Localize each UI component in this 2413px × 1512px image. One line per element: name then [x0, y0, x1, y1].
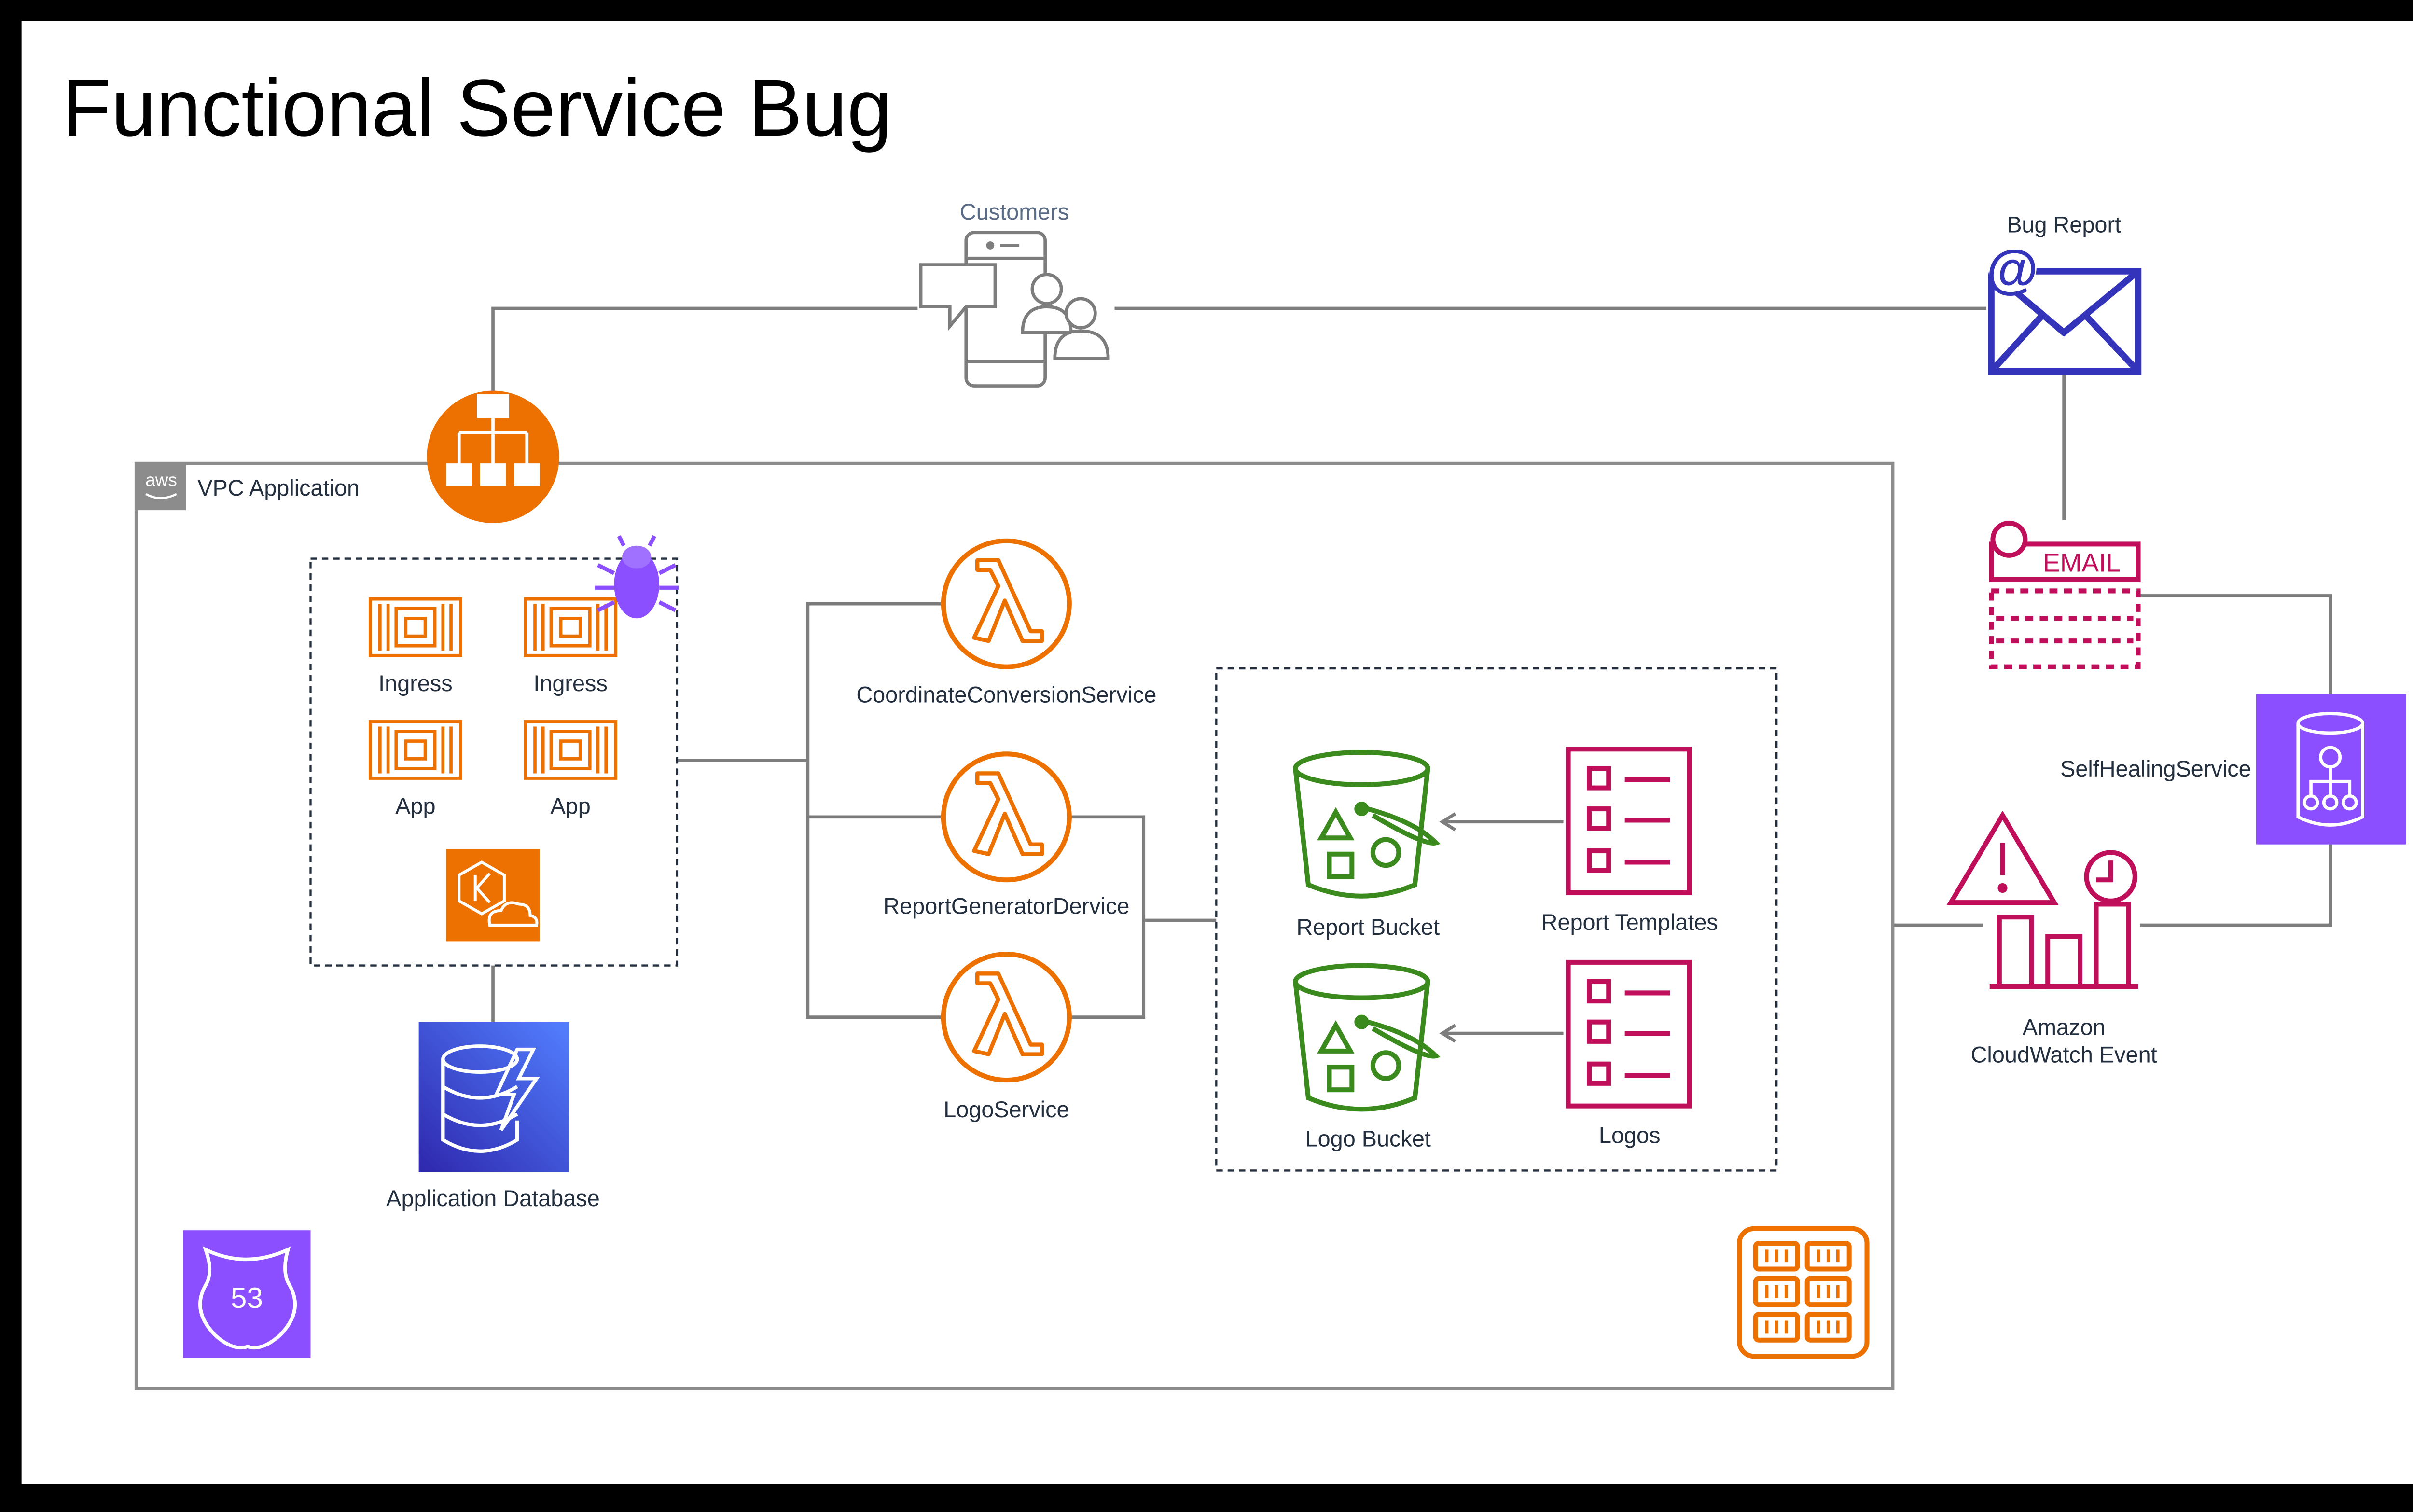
app-node-1-label: App	[395, 793, 435, 818]
ingress-node-2-icon[interactable]	[524, 597, 618, 657]
connectors	[491, 306, 2332, 1043]
bug-icon	[595, 535, 679, 619]
vpc-label: VPC Application	[197, 475, 360, 500]
logos-icon[interactable]	[1566, 959, 1692, 1109]
eks-icon[interactable]	[446, 849, 540, 942]
dynamodb-icon[interactable]	[418, 1022, 569, 1172]
connector-email-selfhealing	[2139, 594, 2332, 694]
ingress-node-1-label: Ingress	[378, 671, 453, 696]
eks-cluster-group	[309, 557, 679, 967]
customers-label: Customers	[960, 199, 1069, 224]
ingress-node-1-icon[interactable]	[368, 597, 462, 657]
at-sign-backdrop	[1988, 244, 2037, 292]
email-badge-text: EMAIL	[2043, 549, 2121, 577]
arrowhead-templates	[1439, 812, 1456, 832]
app-node-2-icon[interactable]	[524, 720, 618, 780]
at-sign-icon: @	[1986, 239, 2039, 299]
lambda-coordinate-icon[interactable]	[941, 538, 1072, 669]
connector-customers-lb	[491, 306, 918, 396]
self-healing-service-icon[interactable]	[2256, 694, 2406, 845]
ses-email-icon[interactable]: EMAIL	[1989, 520, 2141, 669]
report-bucket-icon[interactable]	[1293, 749, 1441, 899]
connector-lambda-trunk	[806, 602, 942, 1019]
cloudwatch-alarm-icon[interactable]	[1946, 810, 2138, 989]
logo-bucket-icon[interactable]	[1293, 963, 1441, 1112]
app-db-label: Application Database	[386, 1186, 600, 1211]
arrowhead-logos	[1439, 1024, 1456, 1043]
route53-badge-text: 53	[231, 1281, 263, 1314]
load-balancer-icon[interactable]	[427, 390, 559, 523]
logo-bucket-label: Logo Bucket	[1305, 1126, 1431, 1151]
connector-selfhealing-cloudwatch	[2139, 844, 2332, 927]
mobile-client-icon[interactable]	[919, 231, 1110, 388]
logos-label: Logos	[1599, 1123, 1661, 1148]
lambda-report-label: ReportGeneratorDervice	[883, 894, 1129, 919]
report-templates-label: Report Templates	[1541, 910, 1718, 935]
connector-storage-trunk	[1071, 815, 1146, 1019]
lambda-coordinate-label: CoordinateConversionService	[856, 682, 1156, 707]
lambda-logo-icon[interactable]	[941, 952, 1072, 1083]
bug-report-label: Bug Report	[2007, 212, 2121, 237]
aws-cloud-icon: aws	[136, 463, 186, 511]
lambda-report-icon[interactable]	[941, 751, 1072, 883]
lambda-logo-label: LogoService	[943, 1097, 1069, 1122]
route53-icon[interactable]: 53	[183, 1230, 311, 1358]
ingress-node-2-label: Ingress	[533, 671, 608, 696]
app-node-2-label: App	[550, 793, 590, 818]
aws-badge-text: aws	[145, 470, 177, 490]
cloudwatch-label-line1: Amazon	[2023, 1014, 2106, 1040]
cloudwatch-label-line2: CloudWatch Event	[1971, 1042, 2157, 1067]
storage-grid-icon[interactable]	[1737, 1226, 1870, 1359]
diagram-title: Functional Service Bug	[62, 63, 892, 153]
self-healing-label: SelfHealingService	[2060, 756, 2251, 781]
vpc-group-border	[134, 461, 1895, 1390]
report-bucket-label: Report Bucket	[1296, 915, 1440, 940]
report-templates-icon[interactable]	[1566, 747, 1692, 896]
app-node-1-icon[interactable]	[368, 720, 462, 780]
